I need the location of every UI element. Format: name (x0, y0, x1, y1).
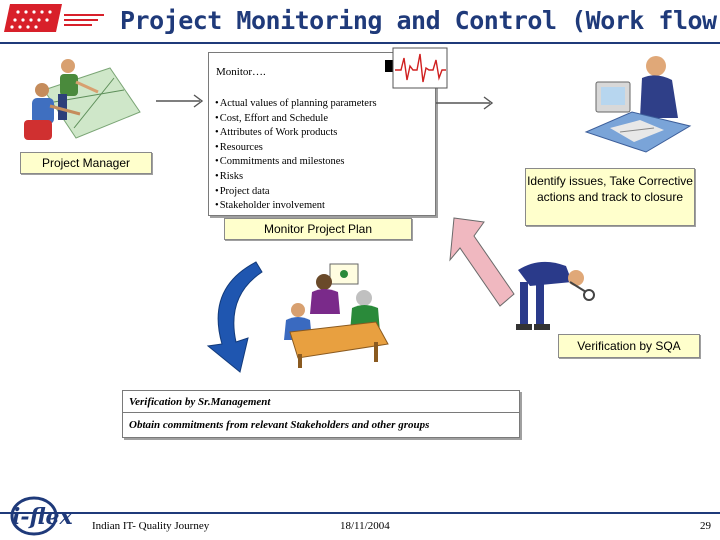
monitor-title: Monitor…. (216, 66, 266, 78)
list-item: Actual values of planning parameters (215, 97, 377, 112)
arrow-box-to-right-icon (436, 90, 498, 116)
list-item: Resources (215, 141, 377, 156)
project-manager-label: Project Manager (20, 152, 152, 174)
verification-sqa-label: Verification by SQA (558, 334, 700, 358)
title-divider (0, 42, 720, 44)
arrow-left-to-box-icon (156, 88, 208, 114)
i-flex-logo-icon: i-flex (4, 490, 72, 538)
monitor-project-plan-label: Monitor Project Plan (224, 218, 412, 240)
inspector-icon (510, 252, 602, 334)
list-item: Risks (215, 170, 377, 185)
verification-box: Verification by Sr.Management Obtain com… (122, 390, 520, 438)
identify-issues-label: Identify issues, Take Corrective actions… (525, 168, 695, 226)
list-item: Stakeholder involvement (215, 199, 377, 214)
list-item: Cost, Effort and Schedule (215, 112, 377, 127)
verification-row-commitments: Obtain commitments from relevant Stakeho… (129, 419, 430, 431)
planning-team-icon (14, 50, 154, 150)
list-item: Attributes of Work products (215, 126, 377, 141)
analyst-desk-icon (580, 48, 700, 166)
page-number: 29 (700, 520, 711, 532)
company-logo-icon (0, 0, 110, 40)
list-item: Project data (215, 185, 377, 200)
arrow-pink-up-icon (444, 214, 518, 310)
ecg-monitor-icon (385, 46, 451, 92)
footer-date: 18/11/2004 (340, 520, 390, 532)
footer-text: Indian IT- Quality Journey (92, 520, 210, 532)
meeting-table-icon (276, 262, 396, 370)
list-item: Commitments and milestones (215, 155, 377, 170)
arrow-blue-curve-icon (200, 258, 274, 376)
footer-divider (0, 512, 720, 514)
monitor-list: Actual values of planning parameters Cos… (215, 97, 377, 214)
svg-text:i-flex: i-flex (12, 504, 72, 530)
page-title: Project Monitoring and Control (Work flo… (120, 6, 720, 35)
verification-row-management: Verification by Sr.Management (123, 391, 519, 413)
